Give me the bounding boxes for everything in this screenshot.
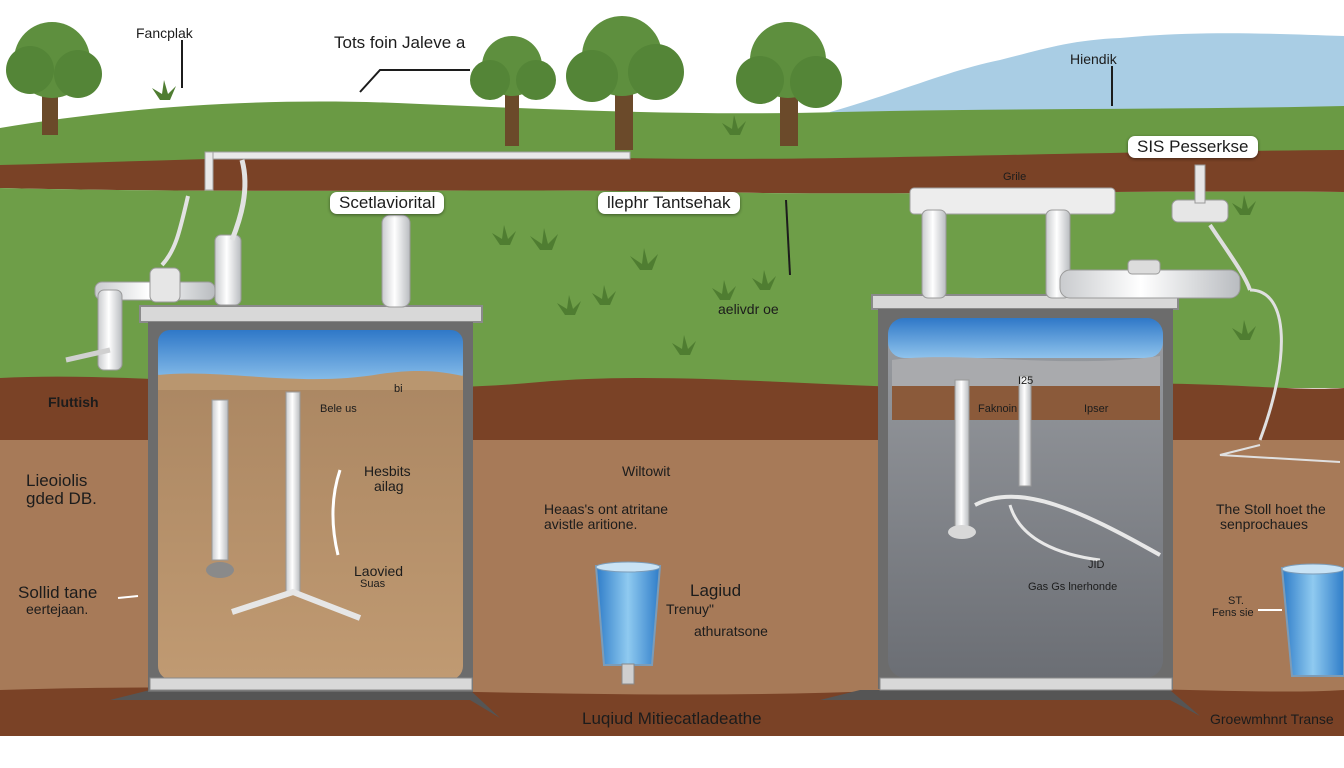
label-bottom-center: Luqiud Mitiecatladeathe — [582, 709, 762, 728]
plant-tufts — [152, 80, 1256, 355]
label-grate: Grile — [1003, 171, 1027, 183]
label-center-top: Wiltowit — [622, 463, 671, 479]
right-septic-tank — [820, 294, 1200, 716]
topsoil-layer — [0, 150, 1344, 194]
label-left-side: Fluttish — [48, 394, 99, 410]
label-laovied: Laovied Suas — [354, 563, 404, 590]
label-left-tank-mid: Bele us — [320, 403, 357, 415]
label-right-st: ST. Fens sie — [1212, 595, 1254, 619]
bottom-soil — [0, 687, 1344, 740]
label-right-tank-top: I25 — [1018, 375, 1034, 387]
label-top-right: Hiendik — [1070, 51, 1117, 67]
label-right-stoil: The Stoll hoet the senprochaues — [1216, 501, 1326, 532]
distant-hills — [830, 33, 1344, 118]
label-right-tank-jid: JID — [1088, 559, 1105, 571]
label-left-tank-upper: bi — [394, 383, 403, 395]
tree-mid-a — [470, 36, 556, 146]
bottom-margin — [0, 736, 1344, 768]
label-solid-tank: Sollid tane eertejaan. — [18, 583, 98, 617]
label-right-tank-bottom: Gas Gs lnerhonde — [1028, 581, 1118, 593]
label-mid-small: aelivdr oe — [718, 301, 779, 317]
label-right-tank-right: Ipser — [1084, 403, 1109, 415]
center-liquid-container — [594, 561, 662, 685]
label-liquid-c: athuratsone — [694, 623, 768, 639]
right-liquid-container — [1280, 563, 1344, 677]
leader-lines — [181, 40, 1113, 276]
label-top-center: Tots foin Jaleve a — [334, 33, 466, 52]
white-leader-lines — [117, 595, 1282, 611]
left-septic-tank — [110, 305, 500, 718]
label-hesbits: Hesbits ailag — [364, 463, 411, 494]
label-center-desc: Heaas's ont atritane avistle aritione. — [544, 501, 669, 532]
label-right-tank-left: Faknoin — [978, 403, 1018, 415]
tree-left — [6, 22, 102, 135]
tree-right — [736, 22, 842, 146]
label-top-left: Fancplak — [136, 25, 193, 41]
tree-mid-b — [566, 16, 684, 150]
label-bottom-right: Groewmhnrt Transe — [1210, 711, 1334, 727]
left-inlet-pipes — [65, 151, 631, 371]
callout-right: SIS Pesserkse — [1128, 136, 1258, 158]
label-liquid: Lagiud — [690, 581, 742, 600]
callout-left: Scetlaviorital — [330, 192, 445, 214]
label-liquid-b: Trenuy" — [666, 601, 715, 617]
right-outlet-pipes — [909, 164, 1341, 463]
callout-center: llephr Tantsehak — [598, 192, 740, 214]
label-left-block: Lieoiolis gded DB. — [26, 471, 97, 508]
